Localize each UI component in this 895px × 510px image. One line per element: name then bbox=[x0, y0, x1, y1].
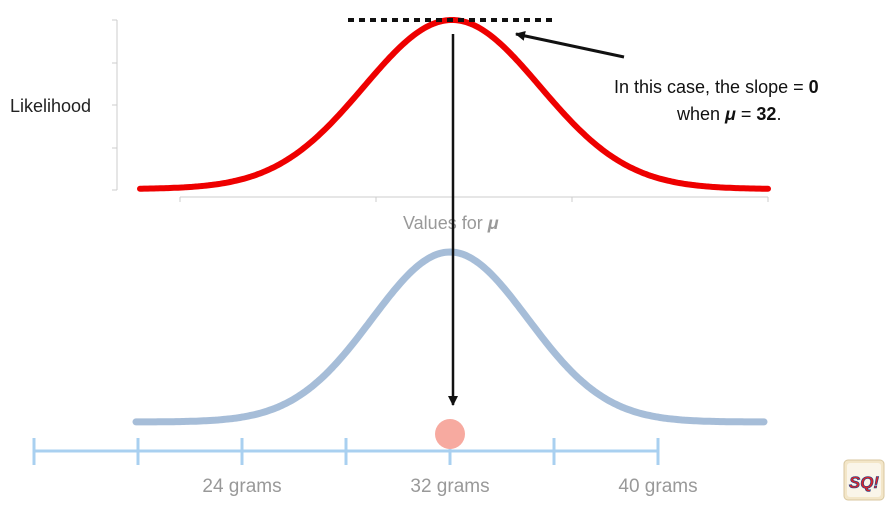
likelihood-y-axis bbox=[112, 19, 118, 191]
annotation-arrow bbox=[515, 30, 625, 59]
tick-label-40-grams: 40 grams bbox=[618, 476, 697, 497]
statquest-logo-icon: SQ! bbox=[843, 459, 885, 501]
annotation-line-2: when μ = 32. bbox=[676, 104, 781, 124]
likelihood-curve bbox=[137, 17, 771, 192]
normal-distribution-curve bbox=[132, 248, 768, 426]
data-point bbox=[435, 419, 465, 449]
annotation-line-1: In this case, the slope = 0 bbox=[614, 77, 819, 97]
likelihood-x-axis bbox=[179, 196, 769, 202]
logo-text: SQ! bbox=[849, 473, 880, 492]
tick-label-32-grams: 32 grams bbox=[410, 476, 489, 497]
tick-label-24-grams: 24 grams bbox=[202, 476, 281, 497]
likelihood-axis-label: Likelihood bbox=[10, 96, 91, 116]
measurement-number-line bbox=[32, 438, 660, 465]
mu-axis-label: Values for μ bbox=[403, 213, 499, 233]
